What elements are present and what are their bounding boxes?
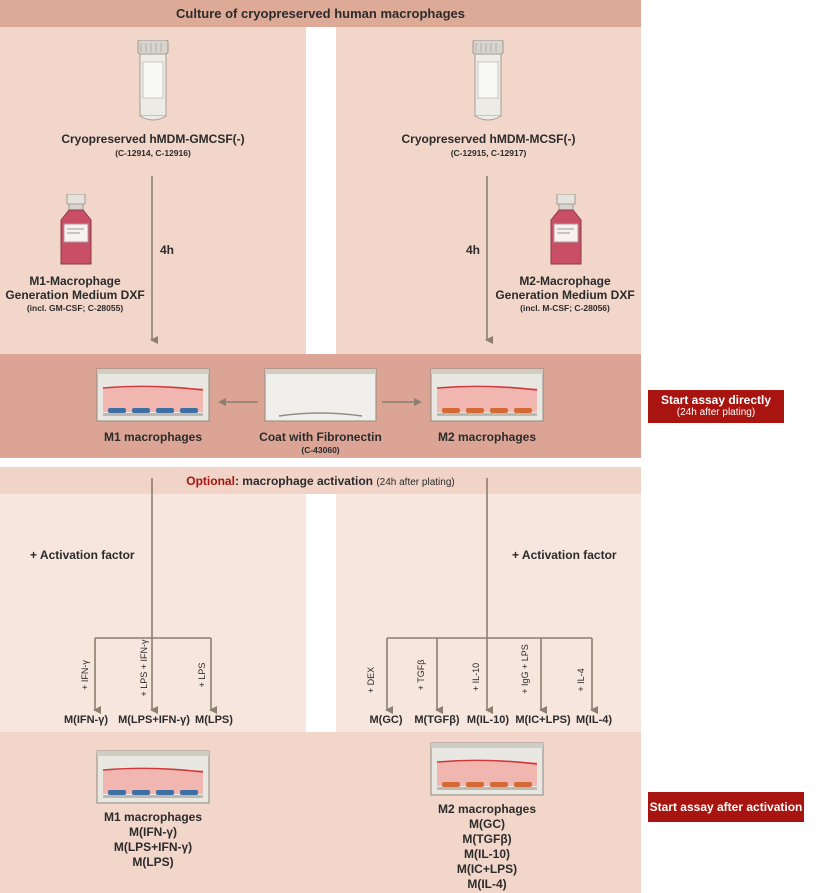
m1-result-item: M(LPS) xyxy=(132,855,174,869)
factor-dex: + DEX xyxy=(366,666,376,694)
m2-macrophages-label: M2 macrophages xyxy=(437,430,537,444)
m2-result-item: M(TGFβ) xyxy=(462,832,512,846)
result-m-tgf-beta: M(TGFβ) xyxy=(414,714,460,726)
left-product-code: (C-12914, C-12916) xyxy=(115,148,191,158)
m1-medium-bottle-icon xyxy=(60,194,92,265)
right-product-code: (C-12915, C-12917) xyxy=(450,148,527,158)
right-cryovial-icon xyxy=(472,40,504,121)
factor-lps-ifn-gamma: + LPS + IFN-γ xyxy=(139,639,149,697)
m2-medium-line2: Generation Medium DXF xyxy=(495,288,635,302)
m1-medium-line1: M1-Macrophage xyxy=(29,274,121,288)
m2-medium-bottle-icon xyxy=(550,194,582,265)
factor-igg-lps: + IgG + LPS xyxy=(520,644,530,694)
m2-result-dish xyxy=(430,742,544,796)
start-direct-line2: (24h after plating) xyxy=(676,407,756,418)
left-activation-factor: + Activation factor xyxy=(30,548,135,562)
result-m-lps-ifn-gamma: M(LPS+IFN-γ) xyxy=(118,714,190,726)
m2-result-item: M(IC+LPS) xyxy=(456,862,518,876)
factor-lps: + LPS xyxy=(197,662,207,688)
result-m-gc: M(GC) xyxy=(369,714,403,726)
optional-note: (24h after plating) xyxy=(376,477,455,488)
optional-heading: Optional: macrophage activation (24h aft… xyxy=(0,474,641,488)
m1-result-item: M(LPS+IFN-γ) xyxy=(113,840,193,854)
right-activation-factor: + Activation factor xyxy=(512,548,617,562)
result-m-il-10: M(IL-10) xyxy=(466,714,510,726)
m2-culture-dish xyxy=(430,368,544,422)
coat-dish xyxy=(264,368,377,422)
factor-il-4: + IL-4 xyxy=(576,668,586,692)
m2-result-item: M(IL-10) xyxy=(464,847,510,861)
page-title: Culture of cryopreserved human macrophag… xyxy=(176,6,465,21)
factor-il-10: + IL-10 xyxy=(471,662,481,692)
m1-medium-code: (incl. GM-CSF; C-28055) xyxy=(26,303,124,313)
optional-prefix: Optional xyxy=(186,474,235,488)
m2-result-item: M2 macrophages xyxy=(437,802,537,816)
left-product-name: Cryopreserved hMDM-GMCSF(-) xyxy=(61,132,245,146)
m1-result-item: M1 macrophages xyxy=(103,810,203,824)
coat-label: Coat with Fibronectin xyxy=(259,430,382,444)
start-direct-line1: Start assay directly xyxy=(660,393,772,407)
start-after-label: Start assay after activation xyxy=(649,800,803,814)
result-m-ic-lps: M(IC+LPS) xyxy=(515,714,571,726)
right-product-name: Cryopreserved hMDM-MCSF(-) xyxy=(401,132,576,146)
factor-ifn-gamma: + IFN-γ xyxy=(80,660,90,690)
m1-macrophages-label: M1 macrophages xyxy=(103,430,203,444)
right-time-label: 4h xyxy=(466,243,481,257)
m1-result-dish xyxy=(96,750,210,804)
result-m-lps: M(LPS) xyxy=(195,714,233,726)
m1-result-list: M1 macrophages M(IFN-γ) M(LPS+IFN-γ) M(L… xyxy=(78,810,228,870)
left-activation-panel xyxy=(0,494,306,732)
flow-arrows xyxy=(93,176,598,714)
optional-text: : macrophage activation xyxy=(234,474,373,488)
m1-culture-dish xyxy=(96,368,210,422)
left-cryovial-icon xyxy=(137,40,169,121)
start-assay-directly-box: Start assay directly (24h after plating) xyxy=(648,390,784,423)
m2-medium-line1: M2-Macrophage xyxy=(519,274,611,288)
result-m-ifn-gamma: M(IFN-γ) xyxy=(64,714,108,726)
left-time-label: 4h xyxy=(160,243,175,257)
start-assay-after-activation-box: Start assay after activation xyxy=(648,792,804,822)
header-band xyxy=(0,0,641,27)
m1-medium-line2: Generation Medium DXF xyxy=(5,288,145,302)
result-m-il-4: M(IL-4) xyxy=(575,714,613,726)
coat-code: (C-43060) xyxy=(301,445,340,455)
m2-result-item: M(GC) xyxy=(469,817,505,831)
m2-result-item: M(IL-4) xyxy=(467,877,507,891)
factor-tgf-beta: + TGFβ xyxy=(416,659,426,691)
m1-result-item: M(IFN-γ) xyxy=(129,825,177,839)
m2-medium-code: (incl. M-CSF; C-28056) xyxy=(520,303,610,313)
m2-result-list: M2 macrophages M(GC) M(TGFβ) M(IL-10) M(… xyxy=(412,802,562,892)
optional-band xyxy=(0,467,641,494)
